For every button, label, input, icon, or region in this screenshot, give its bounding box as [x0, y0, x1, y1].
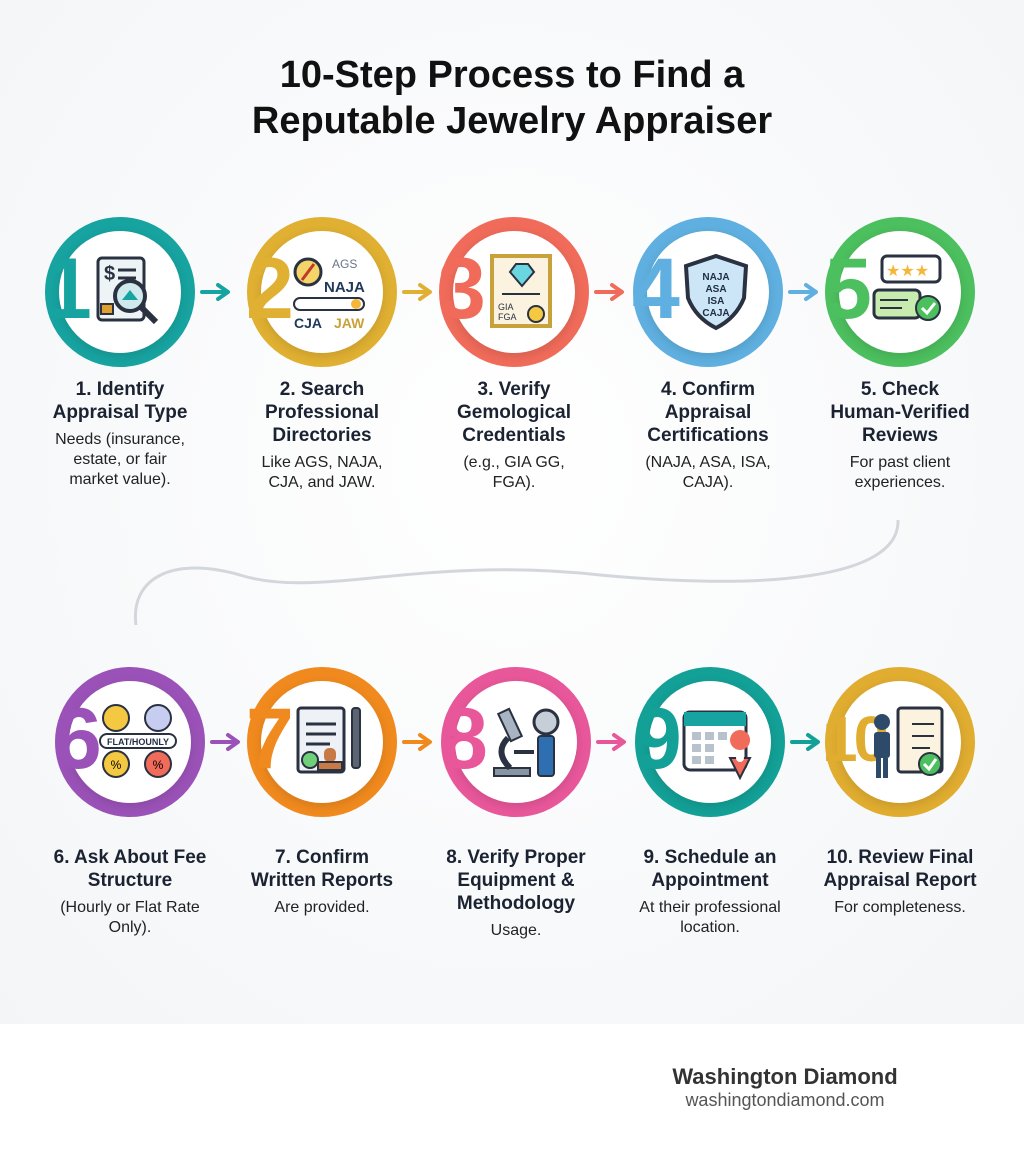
step-description: For past client experiences. [849, 454, 951, 491]
step-title: 2. Search Professional Directories [264, 379, 380, 446]
document-stamp-pen-icon [296, 706, 361, 774]
step-number: 5 [824, 241, 872, 337]
step-description: Needs (insurance, estate, or fair market… [55, 431, 185, 488]
step-title: 9. Schedule an Appointment [643, 847, 777, 891]
svg-text:%: % [153, 758, 164, 772]
step-title: 5. Check Human-Verified Reviews [830, 379, 970, 446]
brand-url: washingtondiamond.com [685, 1090, 885, 1110]
step-label: 5. Check Human-Verified Reviews For past… [805, 378, 995, 493]
compass-search-directory-icon: AGS NAJA CJA JAW [293, 257, 365, 331]
step-title: 7. Confirm Written Reports [250, 847, 394, 891]
step-label: 3. Verify Gemological Credentials (e.g.,… [419, 378, 609, 493]
step-description: (Hourly or Flat Rate Only). [60, 899, 200, 936]
step-label: 10. Review Final Appraisal Report For co… [805, 846, 995, 918]
connector-wave [133, 519, 900, 626]
step-label: 9. Schedule an Appointment At their prof… [615, 846, 805, 938]
arrow-right-icon [788, 283, 818, 301]
step-label: 8. Verify Proper Equipment & Methodology… [421, 846, 611, 941]
arrow-right-icon [790, 733, 820, 751]
svg-text:ISA: ISA [708, 296, 725, 307]
step-label: 7. Confirm Written Reports Are provided. [227, 846, 417, 918]
footer [0, 1024, 1024, 1154]
svg-text:FLAT/HOUNLY: FLAT/HOUNLY [107, 737, 169, 747]
svg-text:$: $ [104, 263, 115, 285]
step-number: 2 [246, 241, 294, 337]
step-label: 6. Ask About Fee Structure (Hourly or Fl… [35, 846, 225, 938]
calendar-location-icon [682, 710, 752, 781]
step-title: 4. Confirm Appraisal Certifications [647, 379, 769, 446]
step-number: 1 [44, 241, 92, 337]
step-title: 6. Ask About Fee Structure [53, 847, 207, 891]
step-description: Are provided. [274, 899, 370, 916]
step-title: 1. Identify Appraisal Type [52, 379, 188, 423]
arrow-right-icon [402, 733, 432, 751]
presenter-clipboard-check-icon [874, 706, 944, 778]
title-line-2: Reputable Jewelry Appraiser [251, 100, 773, 142]
step-label: 4. Confirm Appraisal Certifications (NAJ… [613, 378, 803, 493]
step-description: Usage. [490, 922, 542, 939]
step-description: For completeness. [834, 899, 966, 916]
arrow-right-icon [200, 283, 230, 301]
step-circle [261, 231, 383, 353]
page-title: 10-Step Process to Find a Reputable Jewe… [0, 52, 1024, 144]
step-label: 1. Identify Appraisal Type Needs (insura… [25, 378, 215, 490]
star-review-chat-icon: ★★★ [872, 254, 942, 321]
svg-text:FGA: FGA [498, 312, 517, 322]
step-number: 3 [438, 241, 486, 337]
step-description: Like AGS, NAJA, CJA, and JAW. [261, 454, 383, 491]
svg-text:CAJA: CAJA [702, 308, 729, 319]
step-number: 8 [440, 691, 488, 787]
step-number: 9 [634, 691, 682, 787]
step-title: 10. Review Final Appraisal Report [823, 847, 977, 891]
arrow-right-icon [596, 733, 626, 751]
arrow-right-icon [210, 733, 240, 751]
step-description: (e.g., GIA GG, FGA). [463, 454, 565, 491]
step-number: 7 [246, 691, 294, 787]
svg-text:JAW: JAW [334, 315, 365, 331]
svg-text:★★★: ★★★ [886, 263, 929, 280]
brand-name: Washington Diamond [672, 1064, 898, 1089]
title-line-1: 10-Step Process to Find a [279, 54, 745, 96]
brand: Washington Diamond washingtondiamond.com [650, 1064, 920, 1111]
svg-text:CJA: CJA [294, 315, 322, 331]
svg-text:NAJA: NAJA [324, 279, 365, 296]
step-label: 2. Search Professional Directories Like … [227, 378, 417, 493]
background [0, 0, 1024, 1024]
step-circle [455, 681, 577, 803]
arrow-right-icon [402, 283, 432, 301]
step-description: (NAJA, ASA, ISA, CAJA). [645, 454, 771, 491]
coins-clock-fee-icon: FLAT/HOUNLY%% [99, 704, 177, 778]
svg-text:GIA: GIA [498, 302, 514, 312]
svg-text:AGS: AGS [332, 257, 357, 271]
svg-text:%: % [111, 758, 122, 772]
step-number: 4 [632, 241, 680, 337]
document-magnifier-house-icon: $ [96, 256, 159, 325]
step-number: 6 [54, 691, 102, 787]
step-title: 3. Verify Gemological Credentials [456, 379, 572, 446]
svg-text:ASA: ASA [705, 284, 726, 295]
svg-text:NAJA: NAJA [702, 272, 729, 283]
step-description: At their professional location. [639, 899, 781, 936]
microscope-loupe-icon [493, 707, 560, 777]
arrow-right-icon [594, 283, 624, 301]
step-title: 8. Verify Proper Equipment & Methodology [446, 847, 586, 914]
